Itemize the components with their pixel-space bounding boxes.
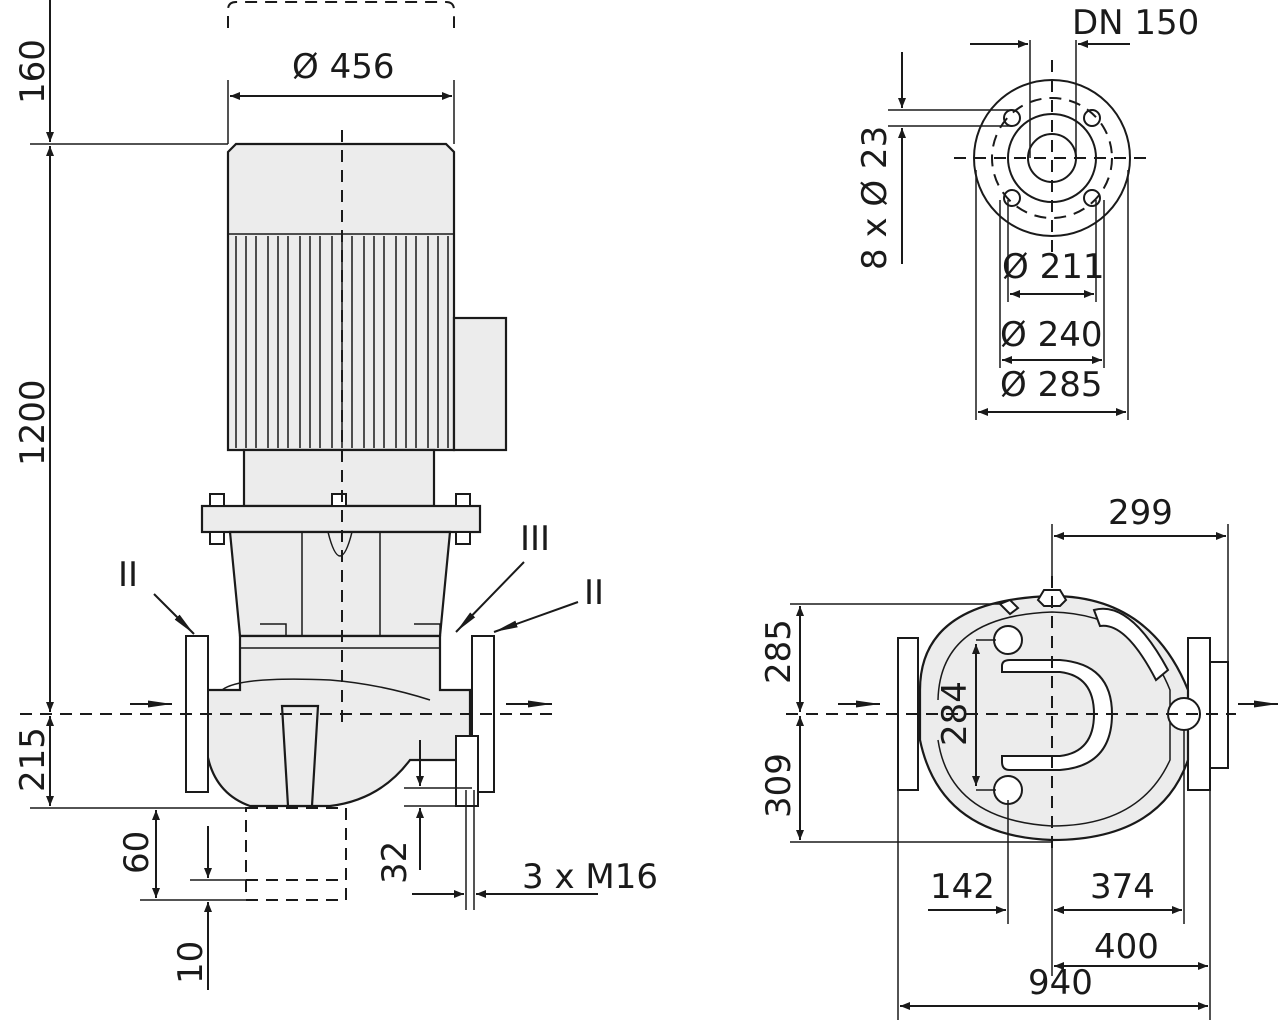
- dim-60: 60: [117, 831, 157, 874]
- drain-plug: [280, 704, 320, 808]
- dim-160: 160: [13, 39, 53, 104]
- label-iii: III: [520, 519, 550, 559]
- dim-309: 309: [759, 753, 799, 818]
- dim-400: 400: [1094, 927, 1159, 967]
- dim-d1: Ø 211: [1002, 247, 1104, 287]
- pump-housing: [203, 634, 472, 808]
- dim-32: 32: [375, 841, 415, 884]
- dim-1200: 1200: [13, 379, 53, 466]
- side-view: 160 1200 215 Ø 456 60 10 32 3 x M16: [13, 0, 658, 990]
- port-bottom: [993, 775, 1023, 805]
- label-ii-right: II: [584, 573, 604, 613]
- dim-142: 142: [930, 867, 995, 907]
- flange-view: DN 150 8 x Ø 23 Ø 211 Ø 240 Ø 285: [855, 3, 1199, 420]
- dim-holes: 8 x Ø 23: [855, 126, 895, 270]
- dim-nominal-size: DN 150: [1072, 3, 1199, 43]
- lantern-bracket: [228, 530, 452, 638]
- port-top: [993, 625, 1023, 655]
- dim-d3: Ø 285: [1000, 365, 1102, 405]
- dim-10: 10: [171, 941, 211, 984]
- foundation-clearance: [245, 807, 347, 901]
- label-ii-left: II: [118, 555, 138, 595]
- motor-removal-clearance: [227, 1, 455, 28]
- top-view: 299 285 309 284 142 374 400 940: [759, 493, 1278, 1020]
- dim-299: 299: [1108, 493, 1173, 533]
- dim-374: 374: [1090, 867, 1155, 907]
- dim-284: 284: [935, 681, 975, 746]
- dim-motor-diameter: Ø 456: [292, 47, 394, 87]
- dim-bolts: 3 x M16: [522, 857, 658, 897]
- dim-285: 285: [759, 619, 799, 684]
- terminal-box: [452, 316, 508, 452]
- dim-d2: Ø 240: [1000, 315, 1102, 355]
- bolt-circle: [991, 97, 1113, 219]
- dim-940: 940: [1028, 963, 1093, 1003]
- flange-holes: [1003, 109, 1101, 207]
- dim-215: 215: [13, 727, 53, 792]
